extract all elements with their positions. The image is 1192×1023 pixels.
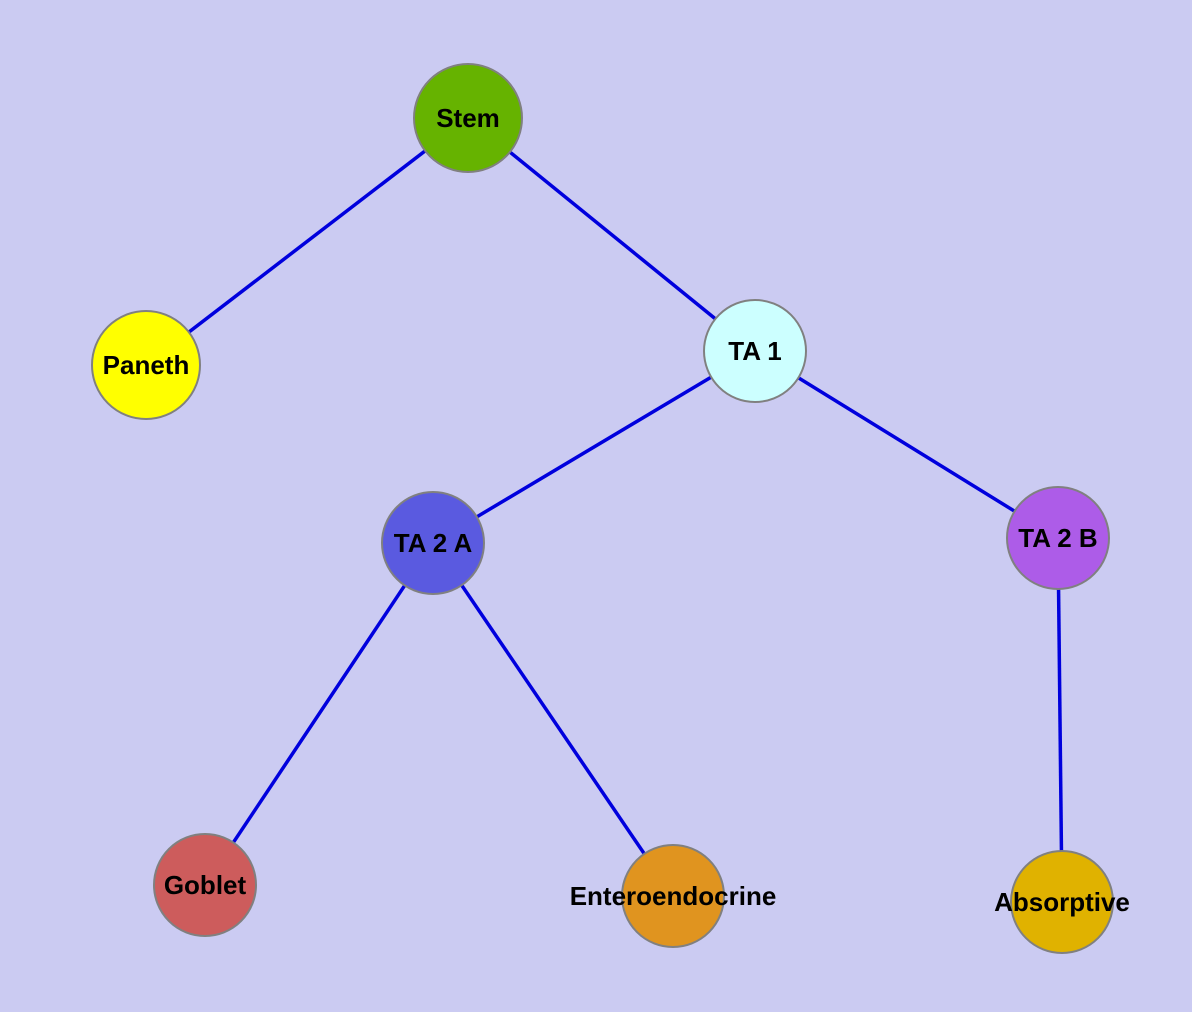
edge-ta2b-absorptive: [1056, 537, 1064, 903]
node-label-ta2a: TA 2 A: [393, 527, 473, 558]
node-ta2b[interactable]: TA 2 B: [1006, 486, 1110, 590]
node-label-goblet: Goblet: [163, 869, 247, 900]
edge-ta1-ta2a: [432, 349, 756, 545]
node-enteroendocrine[interactable]: Enteroendocrine: [570, 844, 776, 948]
edge-stem-paneth: [144, 116, 470, 367]
edge-ta2a-goblet: [203, 542, 435, 886]
edge-stem-ta1: [466, 116, 757, 353]
node-label-ta2b: TA 2 B: [1018, 522, 1098, 553]
edge-ta2a-enteroendocrine: [431, 542, 675, 897]
node-goblet[interactable]: Goblet: [153, 833, 257, 937]
node-label-ta1: TA 1: [728, 335, 782, 366]
node-label-paneth: Paneth: [102, 349, 190, 380]
node-label-enteroendocrine: Enteroendocrine: [569, 880, 777, 911]
node-label-stem: Stem: [436, 102, 500, 133]
node-ta2a[interactable]: TA 2 A: [381, 491, 485, 595]
node-stem[interactable]: Stem: [413, 63, 523, 173]
node-ta1[interactable]: TA 1: [703, 299, 807, 403]
node-paneth[interactable]: Paneth: [91, 310, 201, 420]
edge-ta1-ta2b: [754, 349, 1059, 540]
node-absorptive[interactable]: Absorptive: [994, 850, 1130, 954]
node-label-absorptive: Absorptive: [994, 886, 1130, 917]
